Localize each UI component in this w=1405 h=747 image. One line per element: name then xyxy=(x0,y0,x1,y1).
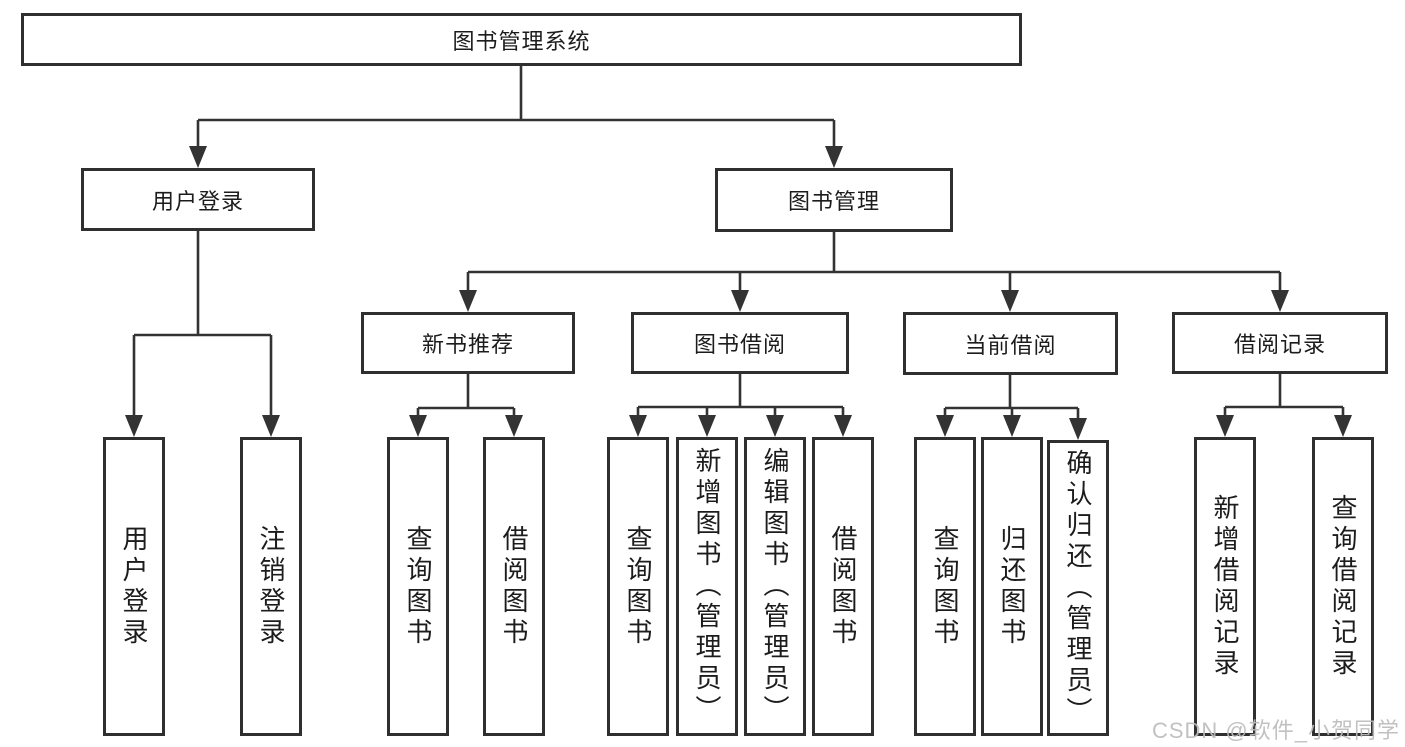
node-new-book-recommendation: 新书推荐 xyxy=(361,312,575,374)
leaf-query-books-current: 查询图书 xyxy=(914,437,976,736)
leaf-query-borrow-record: 查询借阅记录 xyxy=(1312,437,1374,736)
leaf-borrow-books-recommend: 借阅图书 xyxy=(483,437,545,736)
leaf-query-books-recommend: 查询图书 xyxy=(387,437,449,736)
leaf-query-books-borrowing-label: 查询图书 xyxy=(623,524,653,649)
leaf-return-book-label: 归还图书 xyxy=(997,524,1027,649)
node-borrowing-records: 借阅记录 xyxy=(1172,312,1388,374)
leaf-edit-book-admin: 编辑图书（管理员） xyxy=(744,437,806,736)
leaf-borrow-books-borrowing: 借阅图书 xyxy=(812,437,874,736)
node-root-label: 图书管理系统 xyxy=(452,28,591,54)
node-new-book-recommendation-label: 新书推荐 xyxy=(421,332,514,357)
node-book-management-label: 图书管理 xyxy=(787,189,880,214)
watermark: CSDN @软件_小贺同学 xyxy=(1151,718,1400,743)
leaf-edit-book-admin-label: 编辑图书（管理员） xyxy=(760,447,790,726)
leaf-logout: 注销登录 xyxy=(240,437,302,736)
leaf-add-book-admin: 新增图书（管理员） xyxy=(676,437,738,736)
node-current-borrowing: 当前借阅 xyxy=(903,312,1118,375)
leaf-logout-label: 注销登录 xyxy=(256,524,286,649)
leaf-confirm-return-admin: 确认归还（管理员） xyxy=(1047,440,1109,736)
leaf-borrow-books-recommend-label: 借阅图书 xyxy=(499,524,529,649)
node-book-borrowing: 图书借阅 xyxy=(631,312,849,374)
leaf-add-borrow-record-label: 新增借阅记录 xyxy=(1210,493,1240,680)
node-user-login: 用户登录 xyxy=(81,168,315,231)
leaf-add-borrow-record: 新增借阅记录 xyxy=(1194,437,1256,736)
leaf-add-book-admin-label: 新增图书（管理员） xyxy=(692,447,722,726)
leaf-query-books-recommend-label: 查询图书 xyxy=(403,524,433,649)
leaf-query-books-borrowing: 查询图书 xyxy=(607,437,669,736)
leaf-query-books-current-label: 查询图书 xyxy=(930,524,960,649)
node-borrowing-records-label: 借阅记录 xyxy=(1233,332,1326,357)
node-current-borrowing-label: 当前借阅 xyxy=(964,332,1057,358)
node-book-management: 图书管理 xyxy=(715,168,953,232)
leaf-query-borrow-record-label: 查询借阅记录 xyxy=(1328,493,1358,680)
node-book-borrowing-label: 图书借阅 xyxy=(693,332,786,357)
leaf-borrow-books-borrowing-label: 借阅图书 xyxy=(828,524,858,649)
leaf-confirm-return-admin-label: 确认归还（管理员） xyxy=(1063,448,1093,728)
leaf-user-login: 用户登录 xyxy=(103,437,165,736)
leaf-return-book: 归还图书 xyxy=(981,437,1043,736)
node-user-login-label: 用户登录 xyxy=(151,188,244,214)
node-root: 图书管理系统 xyxy=(21,13,1022,66)
leaf-user-login-label: 用户登录 xyxy=(119,524,149,649)
